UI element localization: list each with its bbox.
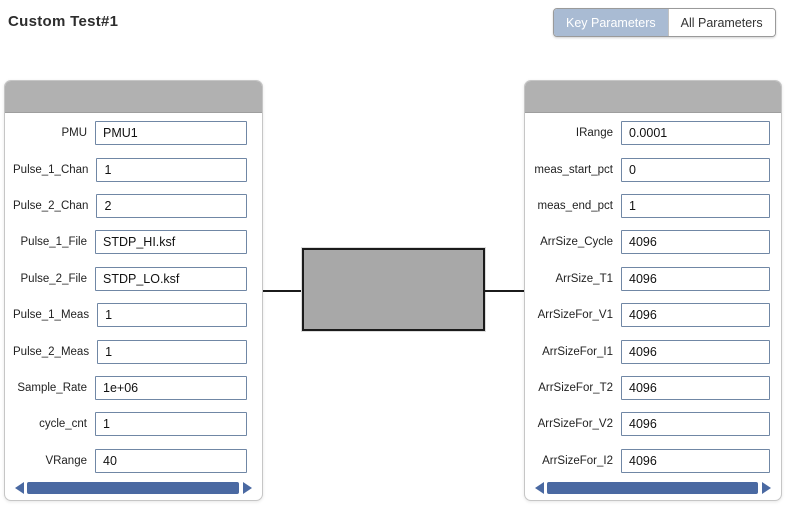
field-row: ArrSize_T1 bbox=[533, 261, 770, 297]
field-input-sample-rate[interactable] bbox=[95, 376, 247, 401]
field-input-pulse-1-meas[interactable] bbox=[97, 303, 247, 328]
field-input-irange[interactable] bbox=[621, 121, 770, 146]
right-parameter-panel: IRange meas_start_pct meas_end_pct ArrSi… bbox=[524, 80, 782, 501]
field-row: IRange bbox=[533, 115, 770, 151]
scroll-left-arrow-icon[interactable] bbox=[15, 481, 24, 494]
field-label: VRange bbox=[45, 454, 87, 467]
field-label: ArrSizeFor_I2 bbox=[542, 454, 613, 467]
left-parameter-panel: PMU Pulse_1_Chan Pulse_2_Chan Pulse_1_Fi… bbox=[4, 80, 263, 501]
field-row: Pulse_1_File bbox=[13, 224, 247, 260]
field-input-pulse-1-chan[interactable] bbox=[96, 157, 247, 182]
all-parameters-button[interactable]: All Parameters bbox=[667, 9, 775, 36]
field-input-pulse-2-meas[interactable] bbox=[97, 339, 247, 364]
device-symbol[interactable] bbox=[302, 248, 485, 331]
right-panel-header[interactable] bbox=[525, 81, 781, 113]
field-label: Pulse_1_Meas bbox=[13, 309, 90, 322]
field-input-arrsize-t1[interactable] bbox=[621, 266, 770, 291]
field-label: ArrSizeFor_I1 bbox=[542, 345, 613, 358]
field-row: meas_start_pct bbox=[533, 151, 770, 187]
field-input-meas-start-pct[interactable] bbox=[621, 157, 770, 182]
field-label: IRange bbox=[575, 127, 613, 140]
field-label: ArrSizeFor_T2 bbox=[538, 382, 613, 395]
field-label: meas_start_pct bbox=[534, 163, 613, 176]
field-row: Pulse_1_Chan bbox=[13, 151, 247, 187]
scroll-right-arrow-icon[interactable] bbox=[243, 481, 252, 494]
field-label: PMU bbox=[61, 127, 87, 140]
field-row: ArrSizeFor_I2 bbox=[533, 443, 770, 479]
scroll-left-arrow-icon[interactable] bbox=[535, 481, 544, 494]
field-row: cycle_cnt bbox=[13, 406, 247, 442]
field-row: ArrSizeFor_V1 bbox=[533, 297, 770, 333]
field-input-pulse-2-file[interactable] bbox=[95, 266, 247, 291]
scrollbar-thumb[interactable] bbox=[27, 481, 239, 494]
field-label: ArrSizeFor_V1 bbox=[537, 309, 613, 322]
left-panel-header[interactable] bbox=[5, 81, 262, 113]
field-input-pmu[interactable] bbox=[95, 121, 247, 146]
field-input-arrsizefor-i1[interactable] bbox=[621, 339, 770, 364]
field-row: PMU bbox=[13, 115, 247, 151]
field-input-arrsizefor-t2[interactable] bbox=[621, 376, 770, 401]
field-row: meas_end_pct bbox=[533, 188, 770, 224]
field-row: Pulse_2_File bbox=[13, 261, 247, 297]
scroll-right-arrow-icon[interactable] bbox=[762, 481, 771, 494]
parameter-view-toggle: Key Parameters All Parameters bbox=[553, 8, 776, 37]
field-input-pulse-1-file[interactable] bbox=[95, 230, 247, 255]
field-label: ArrSize_T1 bbox=[555, 272, 613, 285]
field-row: VRange bbox=[13, 443, 247, 479]
left-connector-line bbox=[263, 290, 302, 292]
field-row: Sample_Rate bbox=[13, 370, 247, 406]
field-row: Pulse_1_Meas bbox=[13, 297, 247, 333]
field-row: ArrSizeFor_I1 bbox=[533, 333, 770, 369]
left-panel-scrollbar[interactable] bbox=[15, 481, 252, 494]
field-input-arrsizefor-i2[interactable] bbox=[621, 448, 770, 473]
left-panel-body: PMU Pulse_1_Chan Pulse_2_Chan Pulse_1_Fi… bbox=[5, 113, 262, 479]
field-input-arrsizefor-v2[interactable] bbox=[621, 412, 770, 437]
field-label: Pulse_2_File bbox=[20, 272, 87, 285]
field-label: meas_end_pct bbox=[537, 200, 613, 213]
right-panel-body: IRange meas_start_pct meas_end_pct ArrSi… bbox=[525, 113, 781, 479]
field-row: ArrSize_Cycle bbox=[533, 224, 770, 260]
field-input-pulse-2-chan[interactable] bbox=[96, 194, 247, 219]
field-label: Pulse_2_Meas bbox=[13, 345, 90, 358]
field-label: Pulse_1_File bbox=[20, 236, 87, 249]
field-row: ArrSizeFor_T2 bbox=[533, 370, 770, 406]
field-label: cycle_cnt bbox=[39, 418, 87, 431]
field-input-meas-end-pct[interactable] bbox=[621, 194, 770, 219]
key-parameters-button[interactable]: Key Parameters bbox=[554, 9, 668, 36]
field-input-arrsizefor-v1[interactable] bbox=[621, 303, 770, 328]
field-label: Pulse_1_Chan bbox=[13, 163, 89, 176]
right-panel-scrollbar[interactable] bbox=[535, 481, 771, 494]
right-connector-line bbox=[485, 290, 524, 292]
field-label: ArrSizeFor_V2 bbox=[537, 418, 613, 431]
field-input-arrsize-cycle[interactable] bbox=[621, 230, 770, 255]
field-input-vrange[interactable] bbox=[95, 448, 247, 473]
field-row: Pulse_2_Chan bbox=[13, 188, 247, 224]
field-label: ArrSize_Cycle bbox=[540, 236, 613, 249]
field-label: Sample_Rate bbox=[17, 382, 87, 395]
field-row: Pulse_2_Meas bbox=[13, 333, 247, 369]
page-title: Custom Test#1 bbox=[8, 13, 119, 30]
scrollbar-thumb[interactable] bbox=[547, 481, 758, 494]
field-input-cycle-cnt[interactable] bbox=[95, 412, 247, 437]
field-row: ArrSizeFor_V2 bbox=[533, 406, 770, 442]
field-label: Pulse_2_Chan bbox=[13, 200, 89, 213]
